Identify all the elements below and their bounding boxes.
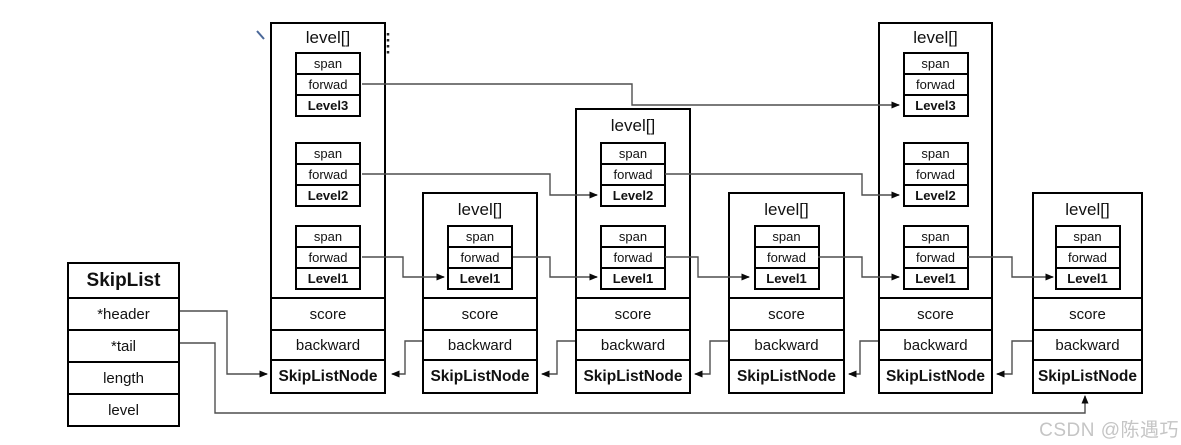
forward-arrow-level3	[362, 83, 900, 109]
level-entry: span forwad Level1	[600, 225, 666, 290]
level-entry: span forwad Level1	[447, 225, 513, 290]
pencil-cursor-artifact	[256, 30, 265, 40]
forward-field: forwad	[904, 73, 967, 94]
node-4: level[] span forwad Level3 span forwad L…	[878, 22, 993, 394]
forward-field: forwad	[904, 246, 967, 267]
span-field: span	[465, 229, 495, 244]
node-bottom-rows: score backward SkipListNode	[730, 297, 843, 392]
skiplist-field-tail: *tail	[69, 329, 178, 361]
node-header: level[] span forwad Level3 span forwad L…	[270, 22, 386, 394]
forward-field: forwad	[755, 246, 818, 267]
node-type-label: SkipListNode	[577, 359, 689, 392]
backward-field: backward	[730, 329, 843, 359]
node-title: level[]	[457, 199, 503, 219]
forward-field: forwad	[297, 163, 359, 184]
level-entry: span forwad Level2	[295, 142, 361, 207]
node-type-label: SkipListNode	[1034, 359, 1141, 392]
node-bottom-rows: score backward SkipListNode	[272, 297, 384, 392]
span-field: span	[313, 146, 343, 161]
backward-arrow-e	[996, 340, 1032, 378]
level-name: Level2	[602, 184, 664, 205]
node-type-label: SkipListNode	[424, 359, 536, 392]
node-bottom-rows: score backward SkipListNode	[577, 297, 689, 392]
score-field: score	[272, 297, 384, 329]
level-name: Level1	[1056, 267, 1119, 288]
span-field: span	[313, 56, 343, 71]
node-title: level[]	[913, 28, 958, 47]
backward-arrow-d	[848, 340, 878, 378]
score-field: score	[880, 297, 991, 329]
node-type-label: SkipListNode	[880, 359, 991, 392]
span-field: span	[921, 229, 950, 244]
span-field: span	[1073, 229, 1102, 244]
backward-field: backward	[1034, 329, 1141, 359]
level-entry: span forwad Level1	[295, 225, 361, 290]
forward-field: forwad	[297, 246, 359, 267]
node-1: level[] span forwad Level1 score backwar…	[422, 192, 538, 394]
node-3: level[] span forwad Level1 score backwar…	[728, 192, 845, 394]
node-bottom-rows: score backward SkipListNode	[1034, 297, 1141, 392]
skiplist-title: SkipList	[86, 269, 161, 291]
node-title: level[]	[610, 116, 656, 135]
span-field: span	[921, 56, 950, 71]
span-field: span	[313, 229, 343, 244]
backward-field: backward	[880, 329, 991, 359]
level-entry: span forwad Level2	[600, 142, 666, 207]
level-entry: span forwad Level1	[753, 225, 820, 290]
skiplist-field-length: length	[69, 361, 178, 393]
backward-arrow-a	[391, 340, 422, 378]
watermark: CSDN @陈遇巧	[1039, 420, 1179, 441]
node-tail: level[] span forwad Level1 score backwar…	[1032, 192, 1143, 394]
backward-field: backward	[577, 329, 689, 359]
skiplist-field-header: *header	[69, 297, 178, 329]
node-title: level[]	[1065, 199, 1110, 219]
level-entry: span forwad Level2	[902, 142, 969, 207]
level-name: Level2	[297, 184, 359, 205]
score-field: score	[730, 297, 843, 329]
score-field: score	[424, 297, 536, 329]
score-field: score	[577, 297, 689, 329]
level-entry: span forwad Level3	[295, 52, 361, 117]
node-type-label: SkipListNode	[730, 359, 843, 392]
level-name: Level3	[297, 94, 359, 115]
span-field: span	[772, 229, 801, 244]
header-pointer-arrow	[180, 310, 268, 378]
level-name: Level1	[297, 267, 359, 288]
forward-field: forwad	[602, 163, 664, 184]
level-name: Level1	[755, 267, 818, 288]
level-name: Level1	[449, 267, 511, 288]
score-field: score	[1034, 297, 1141, 329]
node-title: level[]	[764, 199, 809, 219]
level-name: Level2	[904, 184, 967, 205]
level-name: Level1	[602, 267, 664, 288]
forward-field: forwad	[297, 73, 359, 94]
backward-field: backward	[272, 329, 384, 359]
skiplist-field-level: level	[69, 393, 178, 425]
skiplist-struct: SkipList *header *tail length level	[67, 262, 180, 427]
level-entry: span forwad Level1	[1054, 225, 1121, 290]
node-2: level[] span forwad Level2 span forwad L…	[575, 108, 691, 394]
node-title: level[]	[305, 28, 351, 47]
level-name: Level3	[904, 94, 967, 115]
node-type-label: SkipListNode	[272, 359, 384, 392]
backward-arrow-b	[541, 340, 575, 378]
forward-field: forwad	[904, 163, 967, 184]
level-entry: span forwad Level1	[902, 225, 969, 290]
forward-field: forwad	[449, 246, 511, 267]
level-name: Level1	[904, 267, 967, 288]
backward-field: backward	[424, 329, 536, 359]
node-bottom-rows: score backward SkipListNode	[880, 297, 991, 392]
node-bottom-rows: score backward SkipListNode	[424, 297, 536, 392]
forward-field: forwad	[602, 246, 664, 267]
span-field: span	[921, 146, 950, 161]
backward-arrow-c	[694, 340, 728, 378]
span-field: span	[618, 146, 648, 161]
level-entry: span forwad Level3	[902, 52, 969, 117]
span-field: span	[618, 229, 648, 244]
forward-field: forwad	[1056, 246, 1119, 267]
